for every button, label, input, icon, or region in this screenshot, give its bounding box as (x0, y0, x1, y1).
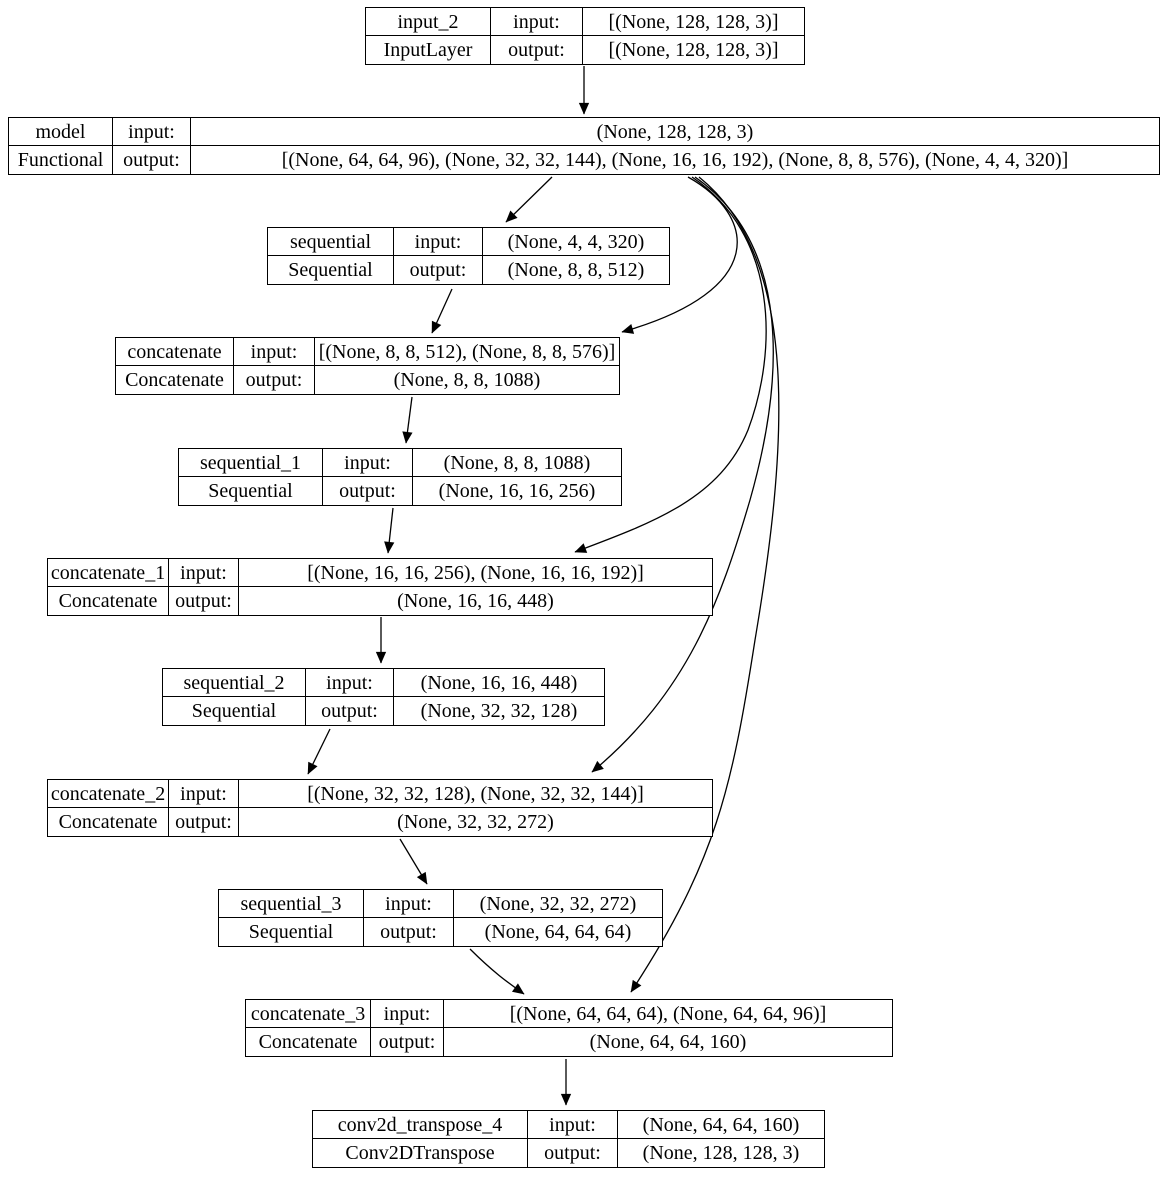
node-sequential-2: sequential_2 input: (None, 16, 16, 448) … (162, 668, 605, 726)
output-label: output: (234, 366, 315, 394)
input-shape: (None, 32, 32, 272) (454, 890, 662, 918)
node-input-2: input_2 input: [(None, 128, 128, 3)] Inp… (365, 7, 805, 65)
output-label: output: (364, 918, 454, 946)
output-shape: (None, 64, 64, 160) (589, 1031, 747, 1053)
input-shape: [(None, 64, 64, 64), (None, 64, 64, 96)] (444, 1000, 892, 1028)
node-sequential-3: sequential_3 input: (None, 32, 32, 272) … (218, 889, 663, 947)
layer-type: Sequential (163, 697, 306, 725)
edge-concatenate-to-sequential1 (402, 396, 413, 444)
input-label: input: (394, 228, 483, 256)
output-shape: (None, 32, 32, 128) (420, 700, 578, 722)
output-shape: (None, 16, 16, 448) (397, 590, 554, 612)
layer-type: Concatenate (246, 1028, 371, 1056)
layer-name: sequential_1 (179, 449, 323, 477)
node-sequential: sequential input: (None, 4, 4, 320) Sequ… (267, 227, 670, 285)
input-label: input: (491, 8, 583, 36)
edge-concatenate2-to-sequential3 (399, 838, 428, 885)
input-label: input: (528, 1111, 618, 1139)
layer-name: sequential (268, 228, 394, 256)
input-shape: (None, 128, 128, 3) (191, 118, 1159, 146)
layer-name: sequential_2 (163, 669, 306, 697)
input-label: input: (364, 890, 454, 918)
layer-type: Sequential (268, 256, 394, 284)
layer-type: Concatenate (48, 808, 169, 836)
edge-sequential3-to-concatenate3 (469, 948, 525, 995)
layer-name: concatenate (116, 338, 234, 366)
input-label: input: (371, 1000, 444, 1028)
layer-name: concatenate_2 (48, 780, 169, 808)
input-label: input: (306, 669, 394, 697)
layer-name: conv2d_transpose_4 (313, 1111, 528, 1139)
input-shape: (None, 16, 16, 448) (394, 669, 604, 697)
layer-name: sequential_3 (219, 890, 364, 918)
layer-name: input_2 (366, 8, 491, 36)
input-shape: [(None, 16, 16, 256), (None, 16, 16, 192… (239, 559, 712, 587)
layer-type: Concatenate (48, 587, 169, 615)
input-label: input: (169, 780, 239, 808)
output-label: output: (306, 697, 394, 725)
output-label: output: (491, 36, 583, 64)
node-concatenate-2: concatenate_2 input: [(None, 32, 32, 128… (47, 779, 713, 837)
edge-sequential-to-concatenate (431, 288, 453, 334)
input-label: input: (323, 449, 413, 477)
layer-name: concatenate_3 (246, 1000, 371, 1028)
output-label: output: (113, 146, 191, 174)
output-label: output: (169, 808, 239, 836)
output-shape: (None, 8, 8, 512) (507, 259, 645, 281)
output-shape: (None, 16, 16, 256) (438, 480, 596, 502)
output-label: output: (323, 477, 413, 505)
layer-type: Conv2DTranspose (313, 1139, 528, 1167)
node-concatenate-3: concatenate_3 input: [(None, 64, 64, 64)… (245, 999, 893, 1057)
output-shape: (None, 8, 8, 1088) (393, 369, 541, 391)
edge-sequential2-to-concatenate2 (307, 728, 331, 775)
layer-type: Concatenate (116, 366, 234, 394)
input-label: input: (113, 118, 191, 146)
layer-name: concatenate_1 (48, 559, 169, 587)
output-label: output: (528, 1139, 618, 1167)
input-shape: (None, 64, 64, 160) (618, 1111, 824, 1139)
layer-type: Sequential (179, 477, 323, 505)
input-shape: [(None, 128, 128, 3)] (583, 8, 804, 36)
node-sequential-1: sequential_1 input: (None, 8, 8, 1088) S… (178, 448, 622, 506)
layer-type: InputLayer (366, 36, 491, 64)
output-shape: (None, 128, 128, 3) (642, 1142, 800, 1164)
output-label: output: (371, 1028, 444, 1056)
input-label: input: (169, 559, 239, 587)
output-shape: (None, 64, 64, 64) (484, 921, 632, 943)
edge-model-to-sequential (505, 176, 553, 223)
layer-type: Sequential (219, 918, 364, 946)
input-shape: [(None, 32, 32, 128), (None, 32, 32, 144… (239, 780, 712, 808)
output-label: output: (169, 587, 239, 615)
layer-type: Functional (9, 146, 113, 174)
output-shape: (None, 32, 32, 272) (397, 811, 554, 833)
output-label: output: (394, 256, 483, 284)
node-concatenate: concatenate input: [(None, 8, 8, 512), (… (115, 337, 620, 395)
input-shape: (None, 4, 4, 320) (483, 228, 669, 256)
node-conv2d-transpose-4: conv2d_transpose_4 input: (None, 64, 64,… (312, 1110, 825, 1168)
input-shape: [(None, 8, 8, 512), (None, 8, 8, 576)] (315, 338, 619, 366)
output-shape: [(None, 128, 128, 3)] (608, 39, 779, 61)
edge-sequential1-to-concatenate1 (384, 507, 395, 554)
layer-name: model (9, 118, 113, 146)
output-shape: [(None, 64, 64, 96), (None, 32, 32, 144)… (281, 149, 1069, 171)
node-concatenate-1: concatenate_1 input: [(None, 16, 16, 256… (47, 558, 713, 616)
input-label: input: (234, 338, 315, 366)
input-shape: (None, 8, 8, 1088) (413, 449, 621, 477)
node-model: model input: (None, 128, 128, 3) Functio… (8, 117, 1160, 175)
